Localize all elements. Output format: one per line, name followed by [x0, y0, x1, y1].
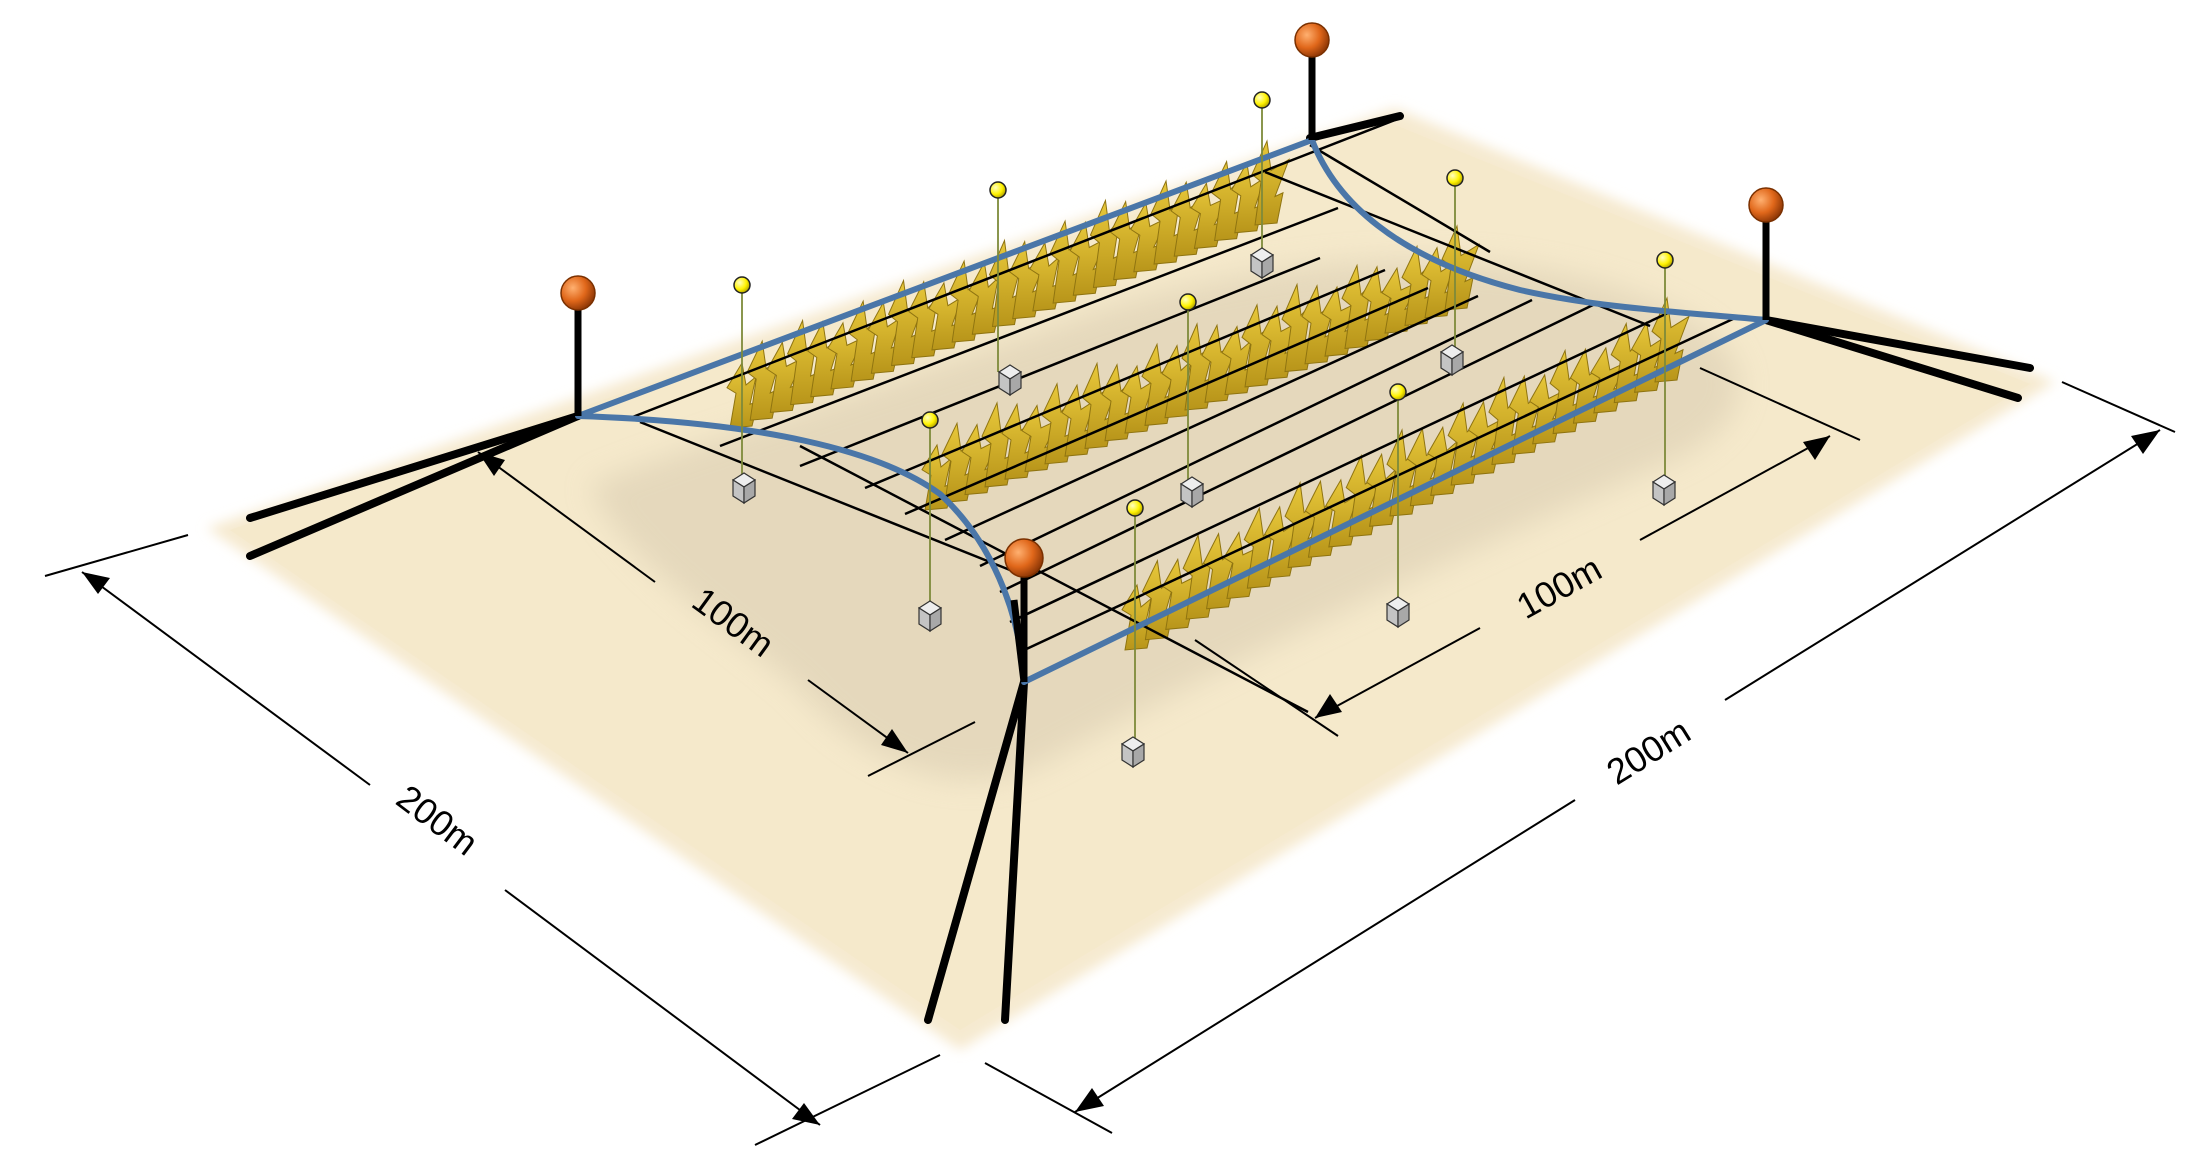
sensor-icon: [921, 411, 939, 429]
ground-box-icon: [1179, 476, 1205, 509]
ground-box-icon: [997, 364, 1023, 397]
ground-box-icon: [731, 472, 757, 505]
dimension-lines: [44, 367, 2176, 1146]
sensor-icon: [733, 276, 751, 294]
pole-icon: [560, 275, 596, 311]
ground-box-icon: [1439, 344, 1465, 377]
sensor-icon: [989, 181, 1007, 199]
ground-box-icon: [1385, 596, 1411, 629]
pole-icon: [1748, 187, 1784, 223]
sensor-icon: [1179, 293, 1197, 311]
canopy-shadow: [590, 259, 1741, 781]
ground-box-icon: [1249, 247, 1275, 280]
sensor-icon: [1446, 169, 1464, 187]
cable-grid: [629, 118, 1736, 714]
sensor-icon: [1253, 91, 1271, 109]
ground-box-icon: [1651, 474, 1677, 507]
sensor-icon: [1389, 383, 1407, 401]
pole-icon: [1004, 538, 1044, 578]
guy-wires: [246, 112, 2034, 1024]
ground-box-icon: [1120, 736, 1146, 769]
outer-right-dimension-label: 200m: [1599, 710, 1697, 792]
ground-box-icon: [917, 600, 943, 633]
outer-left-dimension-label: 200m: [389, 777, 486, 864]
masts: [574, 48, 1770, 683]
sensor-icon: [1126, 499, 1144, 517]
sensor-posts: [733, 91, 1674, 740]
sensor-icon: [1656, 251, 1674, 269]
pole-icon: [1294, 22, 1330, 58]
ground-boxes: [731, 247, 1677, 769]
